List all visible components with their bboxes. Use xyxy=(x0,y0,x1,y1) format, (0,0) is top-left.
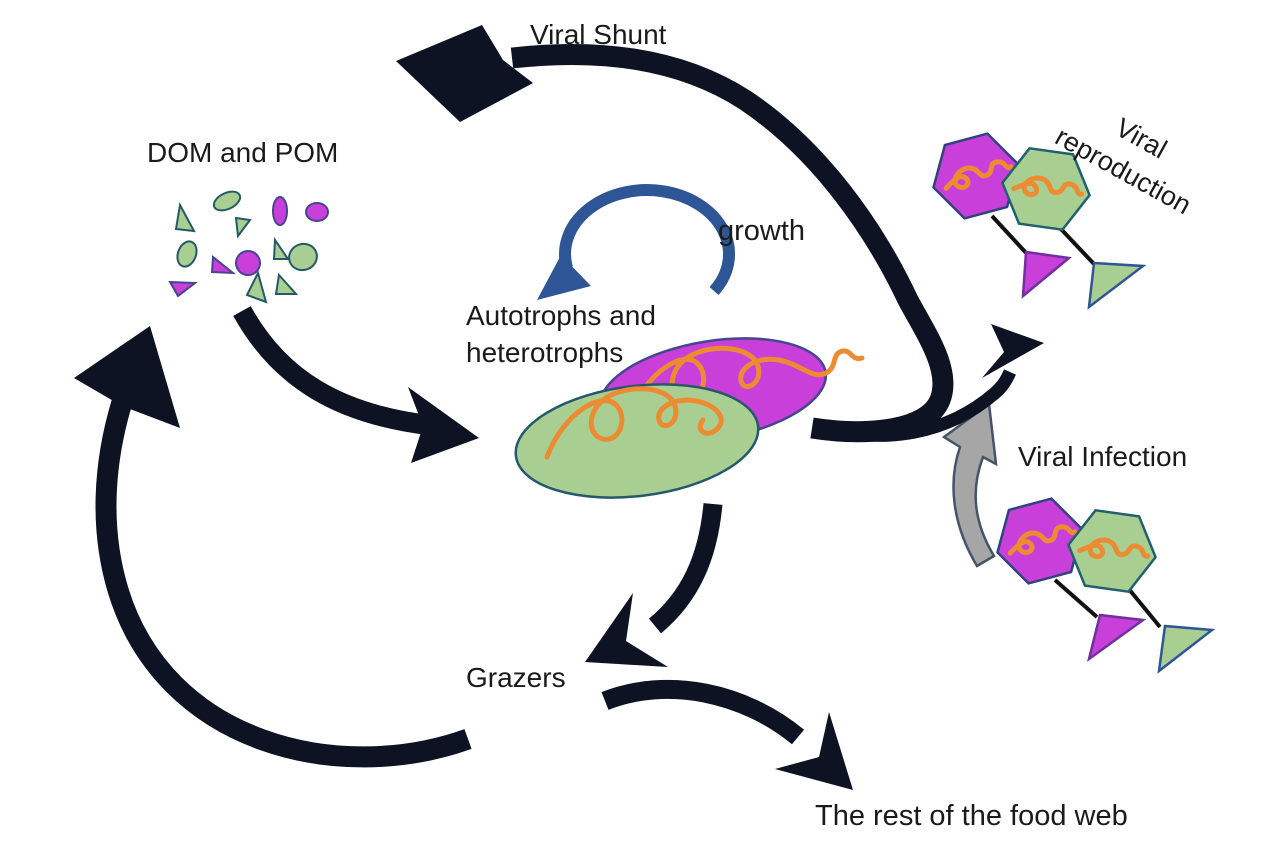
virus-pair-infection xyxy=(986,491,1216,674)
growth-arrow xyxy=(537,184,736,300)
virus-tail-fiber xyxy=(1087,261,1147,310)
cells-to-virus-arrow xyxy=(811,324,1044,442)
autotrophs-label-line2: heterotrophs xyxy=(466,337,624,368)
food-web-label: The rest of the food web xyxy=(815,800,1128,832)
magenta-cell-dna-squiggle xyxy=(625,345,865,423)
virus-tail xyxy=(1126,586,1162,629)
cells-to-grazers-arrow xyxy=(585,503,723,667)
dom-to-cells-arrow xyxy=(233,306,479,463)
green-cell-dna-squiggle xyxy=(544,386,724,460)
grazers-to-foodweb-arrow xyxy=(601,679,853,790)
virus-tail-fiber xyxy=(1086,613,1147,663)
viral-infection-label: Viral Infection xyxy=(1018,441,1188,472)
grazers-to-dom-arrow xyxy=(74,326,472,768)
growth-label: growth xyxy=(718,215,806,247)
virus-tail xyxy=(1058,226,1096,266)
virus-tail xyxy=(1053,578,1099,619)
viral-infection-arrow xyxy=(941,401,998,568)
autotrophs-heterotrophs-label: Autotrophs and heterotrophs xyxy=(466,297,656,371)
virus-pair-reproduction xyxy=(922,126,1147,310)
viral-shunt-arrow xyxy=(396,25,954,443)
autotrophs-label-line1: Autotrophs and xyxy=(466,300,656,331)
dom-pom-particles xyxy=(168,190,329,304)
virus-tail xyxy=(990,214,1030,257)
dom-pom-label: DOM and POM xyxy=(147,137,339,168)
grazers-label: Grazers xyxy=(466,662,566,693)
autotroph-heterotroph-cells xyxy=(514,337,865,499)
virus-tail-fiber xyxy=(1157,624,1216,674)
viral-shunt-label: Viral Shunt xyxy=(530,19,667,50)
virus-tail-fiber xyxy=(1021,250,1072,299)
